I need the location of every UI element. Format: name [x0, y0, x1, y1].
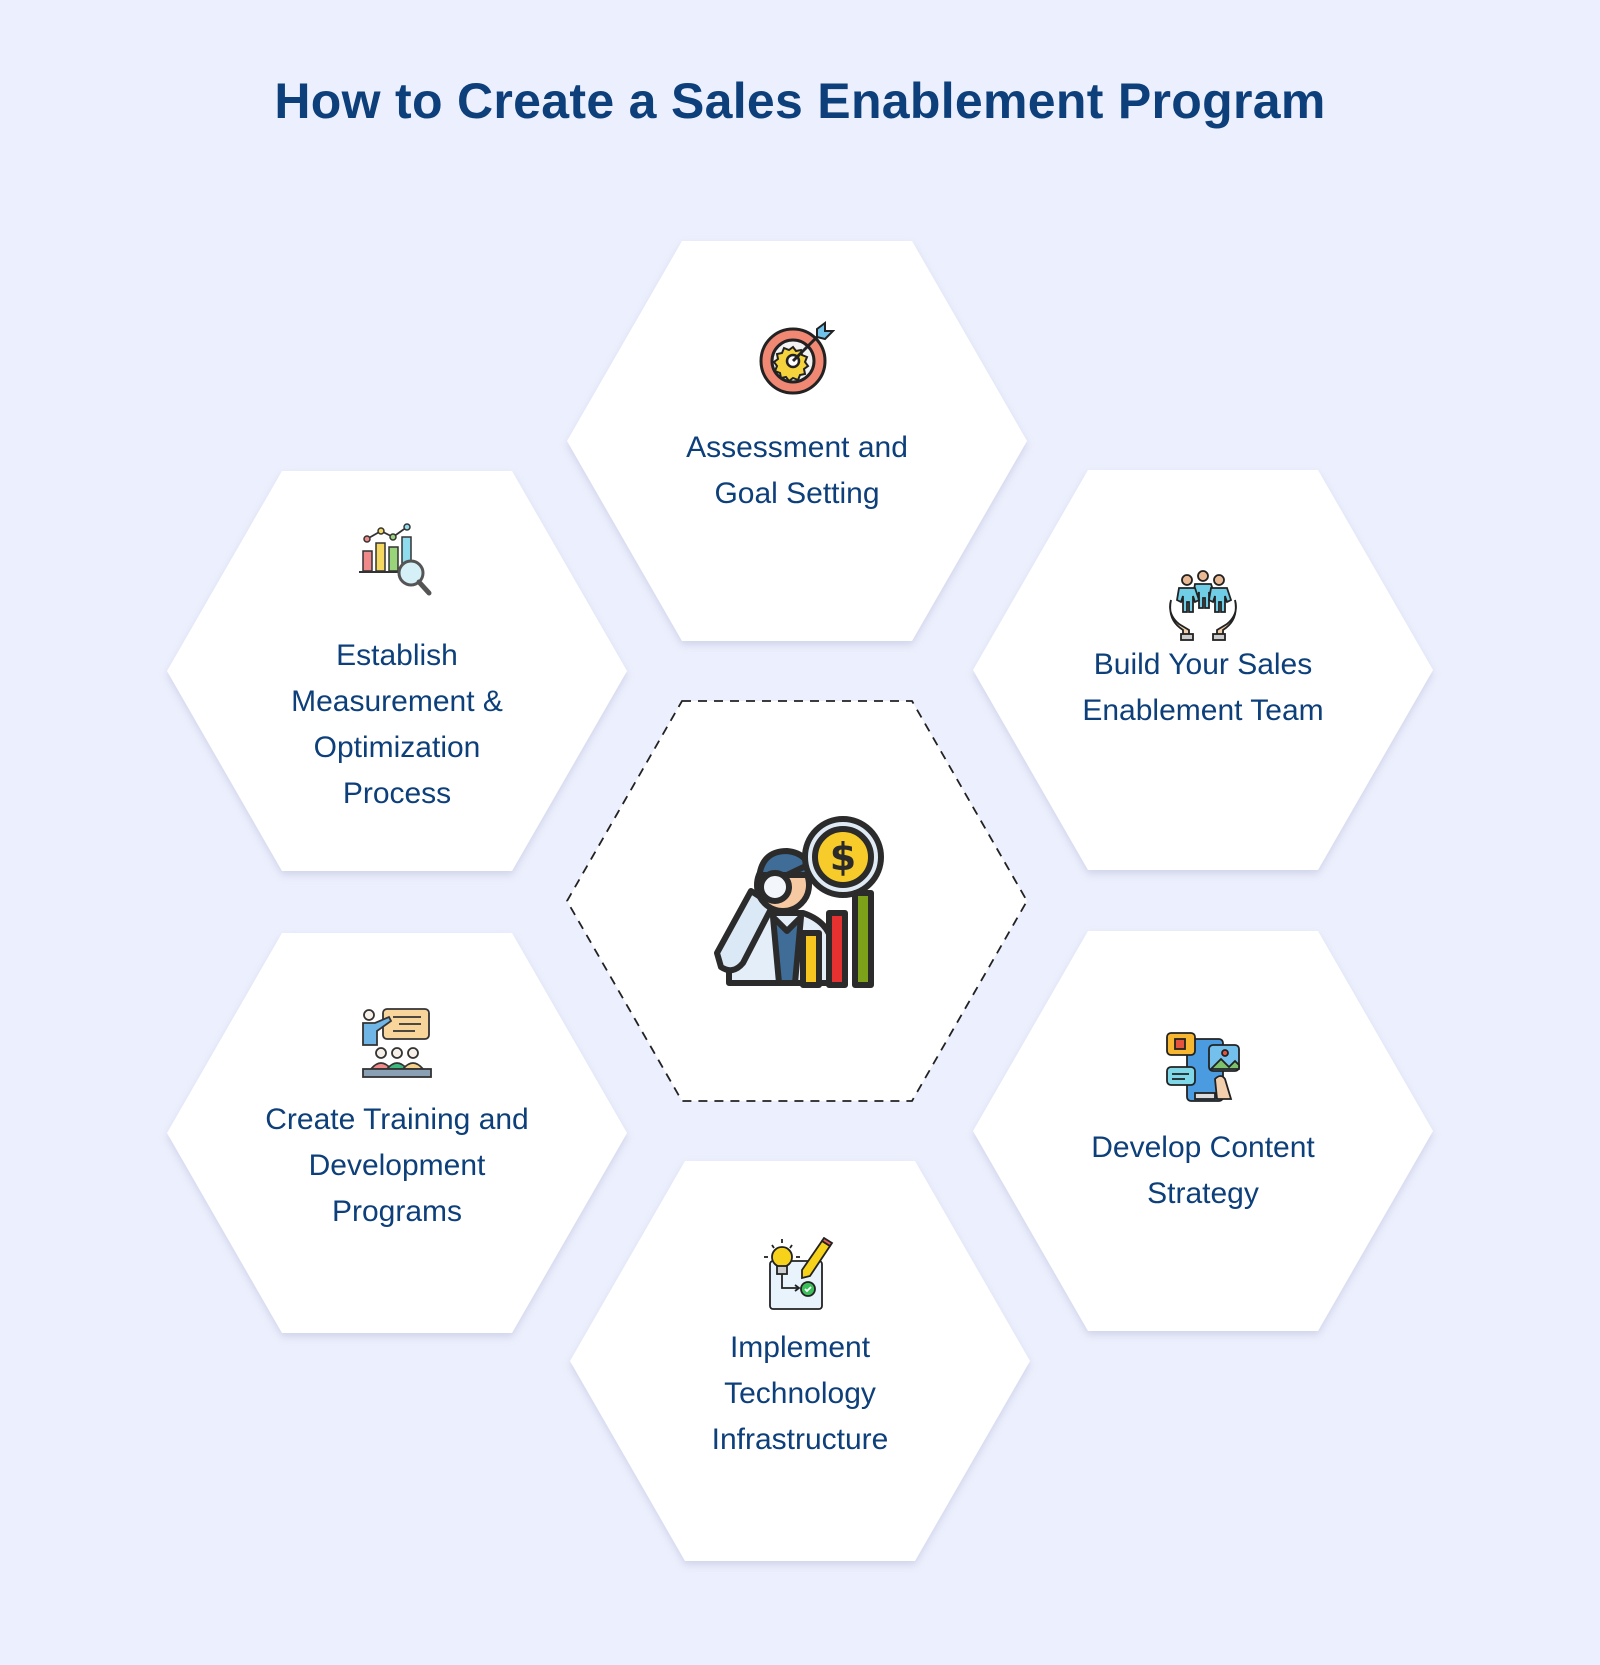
step-label: Assessment and Goal Setting: [686, 431, 908, 510]
hexagon-shape: [567, 241, 1027, 641]
svg-text:$: $: [830, 835, 856, 879]
presentation-training-icon: [362, 1008, 432, 1078]
content-media-phone-icon: [1166, 1032, 1240, 1102]
hexagon-shape: [167, 471, 627, 871]
hexagon-shape: [570, 1161, 1030, 1561]
step-label: Develop Content Strategy: [1091, 1131, 1315, 1210]
center-hexagon: $: [565, 700, 1029, 1102]
hexagon-shape: [973, 470, 1433, 870]
step-label: Establish Measurement & Optimization Pro…: [291, 639, 503, 810]
step-hexagon-training: Create Training and Development Programs: [167, 933, 627, 1333]
step-label: Create Training and Development Programs: [265, 1103, 529, 1228]
hexagon-shape: [973, 931, 1433, 1331]
page-title: How to Create a Sales Enablement Program: [274, 73, 1326, 129]
analyst-magnifier-dollar-chart-icon: $: [714, 816, 884, 988]
team-hands-icon: [1169, 570, 1237, 641]
step-hexagon-technology: Implement Technology Infrastructure: [570, 1161, 1030, 1561]
chart-magnifier-icon: [359, 523, 432, 596]
hexagon-shape: [167, 933, 627, 1333]
step-label: Build Your Sales Enablement Team: [1082, 648, 1324, 727]
step-hexagon-measurement: Establish Measurement & Optimization Pro…: [167, 471, 627, 871]
target-gear-icon: [759, 321, 835, 395]
step-label: Implement Technology Infrastructure: [711, 1331, 889, 1456]
step-hexagon-team: Build Your Sales Enablement Team: [973, 470, 1433, 870]
step-hexagon-assessment: Assessment and Goal Setting: [567, 241, 1027, 641]
step-hexagon-content: Develop Content Strategy: [973, 931, 1433, 1331]
lightbulb-pencil-board-icon: [764, 1237, 834, 1310]
